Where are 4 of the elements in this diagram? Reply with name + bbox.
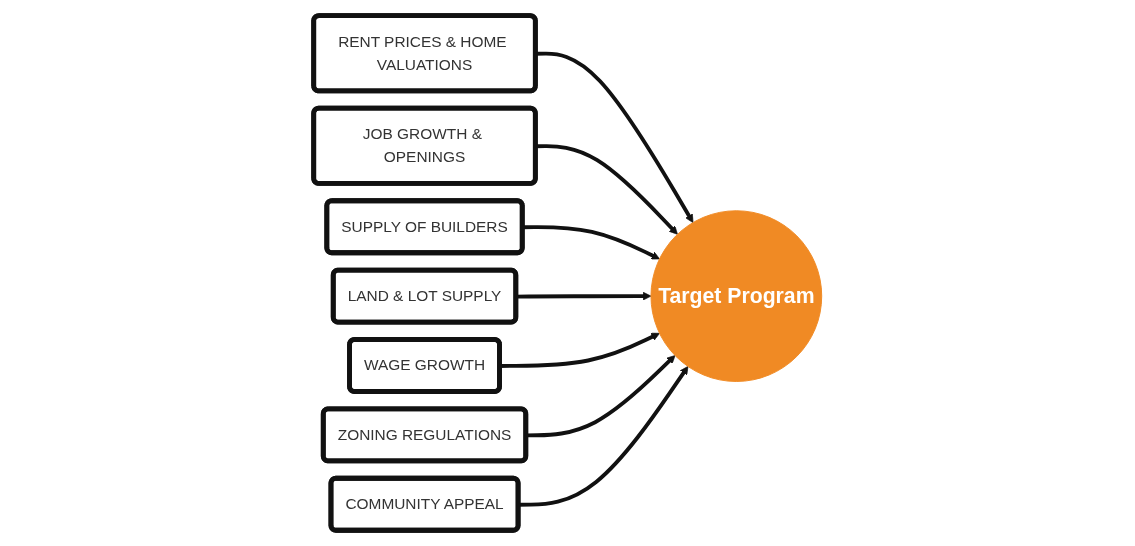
arrow	[516, 291, 652, 301]
node-circle: Target Program	[650, 210, 822, 382]
arrow	[518, 366, 689, 507]
arrow	[526, 355, 676, 438]
